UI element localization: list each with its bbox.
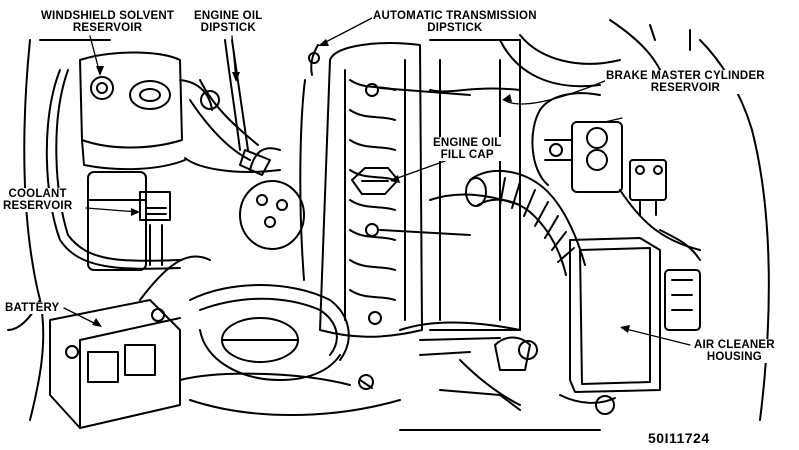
label-line: DIPSTICK	[200, 22, 256, 34]
label-line: RESERVOIR	[3, 200, 73, 212]
label-air-cleaner-housing: AIR CLEANER HOUSING	[693, 339, 776, 363]
arrowheads	[92, 39, 630, 333]
air-cleaner-housing	[569, 237, 701, 393]
label-line: RESERVOIR	[650, 82, 721, 94]
label-engine-oil-dipstick: ENGINE OIL DIPSTICK	[193, 10, 264, 34]
label-line: RESERVOIR	[72, 22, 143, 34]
label-line: AIR CLEANER	[694, 339, 775, 351]
fender-outline	[7, 19, 770, 421]
label-line: DIPSTICK	[427, 22, 483, 34]
radiator-hose	[179, 284, 401, 416]
coolant-reservoir	[87, 171, 171, 271]
distributor	[239, 147, 305, 250]
label-brake-master-cylinder-reservoir: BRAKE MASTER CYLINDER RESERVOIR	[605, 70, 766, 94]
windshield-solvent-reservoir	[79, 51, 220, 171]
label-line: AUTOMATIC TRANSMISSION	[373, 10, 537, 22]
label-line: HOUSING	[706, 351, 762, 363]
label-line: BATTERY	[5, 302, 60, 314]
label-line: FILL CAP	[440, 149, 494, 161]
left-hoses	[45, 69, 281, 270]
label-line: ENGINE OIL	[194, 10, 263, 22]
label-line: COOLANT	[8, 188, 67, 200]
air-intake-hose	[465, 169, 586, 276]
label-coolant-reservoir: COOLANT RESERVOIR	[2, 188, 74, 212]
valve-cover	[319, 42, 423, 338]
label-line: ENGINE OIL	[433, 137, 502, 149]
label-engine-oil-fill-cap: ENGINE OIL FILL CAP	[432, 137, 503, 161]
label-battery: BATTERY	[4, 302, 61, 314]
brake-master-cylinder	[531, 92, 667, 216]
label-line: WINDSHIELD SOLVENT	[41, 10, 175, 22]
label-automatic-transmission-dipstick: AUTOMATIC TRANSMISSION DIPSTICK	[372, 10, 538, 34]
right-hoses	[499, 34, 701, 261]
label-line: BRAKE MASTER CYLINDER	[606, 70, 765, 82]
throttle-body	[399, 336, 616, 431]
label-windshield-solvent-reservoir: WINDSHIELD SOLVENT RESERVOIR	[40, 10, 176, 34]
battery	[49, 255, 211, 429]
intake-manifold	[379, 39, 521, 331]
figure-id: 50I11724	[648, 430, 710, 446]
transmission-dipstick	[299, 44, 320, 281]
